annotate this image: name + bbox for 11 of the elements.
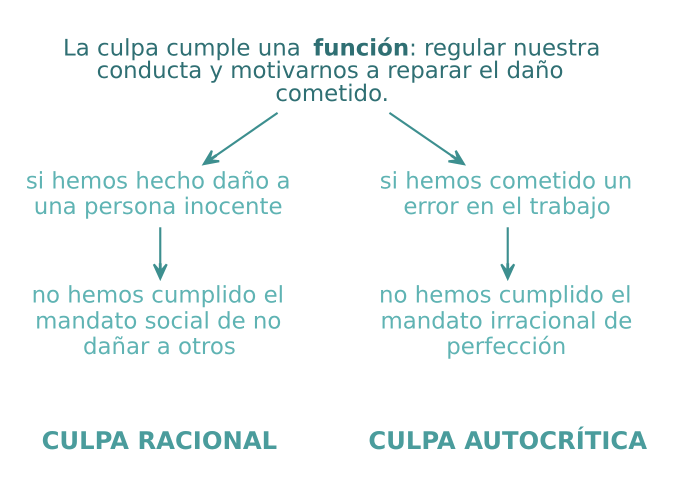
node-label: CULPA RACIONAL (42, 425, 278, 454)
node-text: no hemos cumplido el mandato irracional de perfección (379, 282, 632, 360)
node-text: La culpa cumple una función: regular nuestra conducta y motivarnos a reparar el daño cometido. (63, 34, 600, 107)
node-text: si hemos cometido un error en el trabajo (380, 168, 632, 220)
node-text: si hemos hecho daño a una persona inocente (26, 168, 290, 220)
arrow (500, 226, 516, 280)
node-text: no hemos cumplido el mandato social de no dañar a otros (32, 282, 284, 360)
arrow (388, 111, 465, 165)
arrow (202, 111, 278, 165)
node-label: CULPA AUTOCRÍTICA (368, 425, 648, 454)
arrow (152, 226, 168, 280)
